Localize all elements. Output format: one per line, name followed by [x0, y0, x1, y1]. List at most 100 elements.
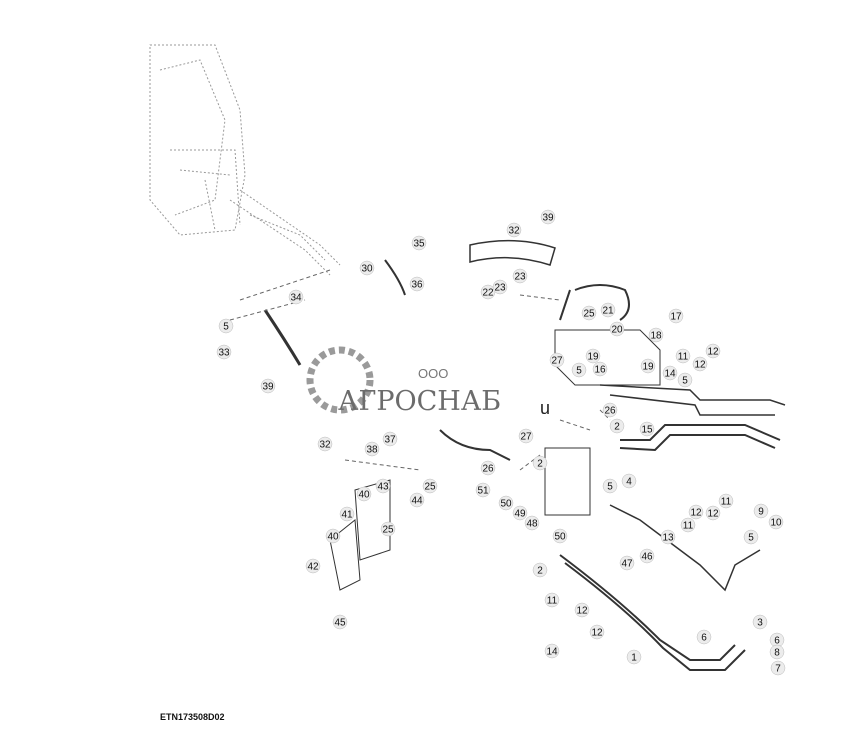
callout-label: 5: [607, 482, 613, 493]
callout-5: 5: [743, 529, 759, 545]
callout-label: 38: [366, 445, 378, 456]
callout-40: 40: [325, 528, 341, 544]
callout-5: 5: [677, 372, 693, 388]
callout-label: 21: [602, 306, 614, 317]
callout-7: 7: [770, 660, 786, 676]
callout-27: 27: [549, 352, 565, 368]
callout-37: 37: [382, 431, 398, 447]
callout-11: 11: [680, 517, 696, 533]
callout-19: 19: [640, 358, 656, 374]
callout-5: 5: [602, 478, 618, 494]
callout-45: 45: [332, 614, 348, 630]
callout-10: 10: [768, 514, 784, 530]
callout-11: 11: [544, 592, 560, 608]
callout-label: 19: [642, 362, 654, 373]
callout-label: 14: [664, 369, 676, 380]
callout-label: 2: [537, 566, 543, 577]
callout-label: 15: [641, 425, 653, 436]
callout-label: 4: [626, 477, 632, 488]
callout-14: 14: [544, 643, 560, 659]
callout-label: 5: [748, 533, 754, 544]
callout-label: 41: [341, 510, 353, 521]
callout-48: 48: [524, 515, 540, 531]
watermark: ООО АГРОСНАБ u: [306, 346, 550, 418]
callout-12: 12: [589, 624, 605, 640]
watermark-suffix: u: [540, 398, 550, 418]
callout-26: 26: [602, 402, 618, 418]
callout-label: 26: [604, 406, 616, 417]
callout-label: 39: [262, 382, 274, 393]
diagram-linework: [149, 44, 786, 671]
callout-label: 18: [650, 331, 662, 342]
callout-label: 2: [614, 422, 620, 433]
callout-label: 10: [770, 518, 782, 529]
callout-6: 6: [696, 629, 712, 645]
callout-label: 51: [477, 486, 489, 497]
callout-5: 5: [218, 318, 234, 334]
callout-35: 35: [411, 235, 427, 251]
callout-label: 17: [670, 312, 682, 323]
callout-39: 39: [260, 378, 276, 394]
callout-label: 47: [621, 559, 633, 570]
callout-label: 23: [494, 283, 506, 294]
callout-label: 34: [290, 293, 302, 304]
callout-44: 44: [409, 492, 425, 508]
callout-51: 51: [475, 482, 491, 498]
callout-label: 13: [662, 533, 674, 544]
callout-20: 20: [609, 321, 625, 337]
callout-26: 26: [480, 460, 496, 476]
callout-47: 47: [619, 555, 635, 571]
callout-18: 18: [648, 327, 664, 343]
callout-label: 50: [554, 532, 566, 543]
callout-2: 2: [609, 418, 625, 434]
callout-label: 20: [611, 325, 623, 336]
callout-50: 50: [498, 495, 514, 511]
callout-label: 19: [587, 352, 599, 363]
callout-label: 40: [358, 490, 370, 501]
callout-label: 44: [411, 496, 423, 507]
callout-label: 1: [631, 653, 637, 664]
callout-label: 2: [537, 459, 543, 470]
callout-label: 7: [775, 664, 781, 675]
tractor-outline: [149, 44, 341, 276]
callout-label: 25: [424, 482, 436, 493]
watermark-gear: [306, 346, 374, 414]
callout-label: 35: [413, 239, 425, 250]
callout-label: 9: [758, 507, 764, 518]
callout-13: 13: [660, 529, 676, 545]
callout-label: 6: [774, 636, 780, 647]
callout-label: 12: [707, 347, 719, 358]
callout-17: 17: [668, 308, 684, 324]
callout-11: 11: [675, 348, 691, 364]
callout-label: 48: [526, 519, 538, 530]
callout-25: 25: [422, 478, 438, 494]
callout-label: 32: [319, 440, 331, 451]
callout-label: 5: [576, 366, 582, 377]
callout-25: 25: [380, 521, 396, 537]
callout-label: 27: [520, 432, 532, 443]
callout-label: 14: [546, 647, 558, 658]
callout-label: 30: [361, 264, 373, 275]
callout-16: 16: [592, 361, 608, 377]
callout-2: 2: [532, 562, 548, 578]
callout-11: 11: [718, 493, 734, 509]
callout-label: 46: [641, 552, 653, 563]
callout-36: 36: [409, 276, 425, 292]
callout-12: 12: [574, 602, 590, 618]
callout-41: 41: [339, 506, 355, 522]
callout-12: 12: [692, 356, 708, 372]
callout-9: 9: [753, 503, 769, 519]
callout-label: 37: [384, 435, 396, 446]
callout-label: 45: [334, 618, 346, 629]
callout-label: 12: [707, 509, 719, 520]
callout-label: 5: [223, 322, 229, 333]
callout-34: 34: [288, 289, 304, 305]
callout-12: 12: [705, 343, 721, 359]
callout-23: 23: [492, 279, 508, 295]
callout-8: 8: [769, 644, 785, 660]
callout-32: 32: [506, 222, 522, 238]
callout-12: 12: [688, 504, 704, 520]
callout-4: 4: [621, 473, 637, 489]
callout-label: 5: [682, 376, 688, 387]
